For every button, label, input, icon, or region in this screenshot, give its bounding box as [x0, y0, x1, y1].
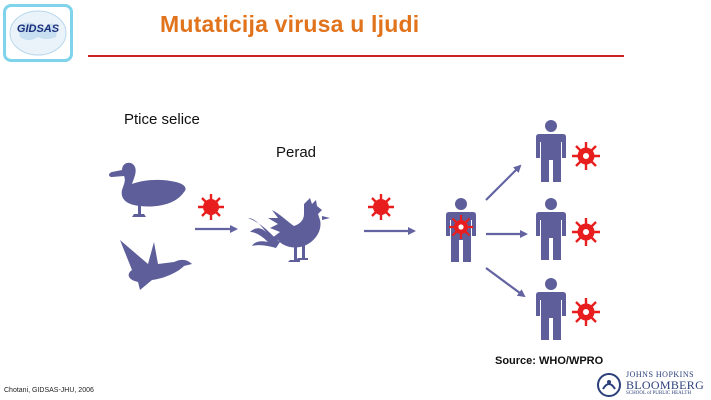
- virus-icon: [572, 142, 600, 170]
- page-title: Mutaticija virusa u ljudi: [160, 11, 420, 37]
- virus-icon: [572, 298, 600, 326]
- virus-icon: [572, 218, 600, 246]
- poultry-label: Perad: [276, 144, 317, 161]
- person-icon: [536, 120, 566, 182]
- person-icon: [536, 278, 566, 340]
- source-note: Source: WHO/WPRO: [495, 355, 604, 367]
- rooster-icon: [248, 198, 330, 262]
- infected-person-icon: [446, 198, 476, 262]
- migratory-birds-label: Ptice selice: [124, 111, 200, 128]
- jhu-line2: BLOOMBERG: [626, 378, 705, 392]
- gidsas-logo: GIDSAS: [3, 4, 73, 62]
- person-icon: [536, 198, 566, 260]
- logo-text: GIDSAS: [16, 23, 60, 35]
- goose-icon: [120, 240, 192, 290]
- duck-icon: [109, 162, 186, 217]
- jhu-bloomberg-logo: JOHNS HOPKINS BLOOMBERG SCHOOL of PUBLIC…: [596, 371, 710, 400]
- jhu-line3: SCHOOL of PUBLIC HEALTH: [626, 391, 692, 396]
- virus-icon: [368, 194, 394, 220]
- credit-note: Chotani, GIDSAS-JHU, 2006: [4, 387, 94, 394]
- jhu-line1: JOHNS HOPKINS: [626, 370, 695, 379]
- arrow-icon: [485, 164, 522, 201]
- title-divider: [88, 55, 624, 57]
- virus-icon: [198, 194, 224, 220]
- arrow-icon: [485, 267, 526, 298]
